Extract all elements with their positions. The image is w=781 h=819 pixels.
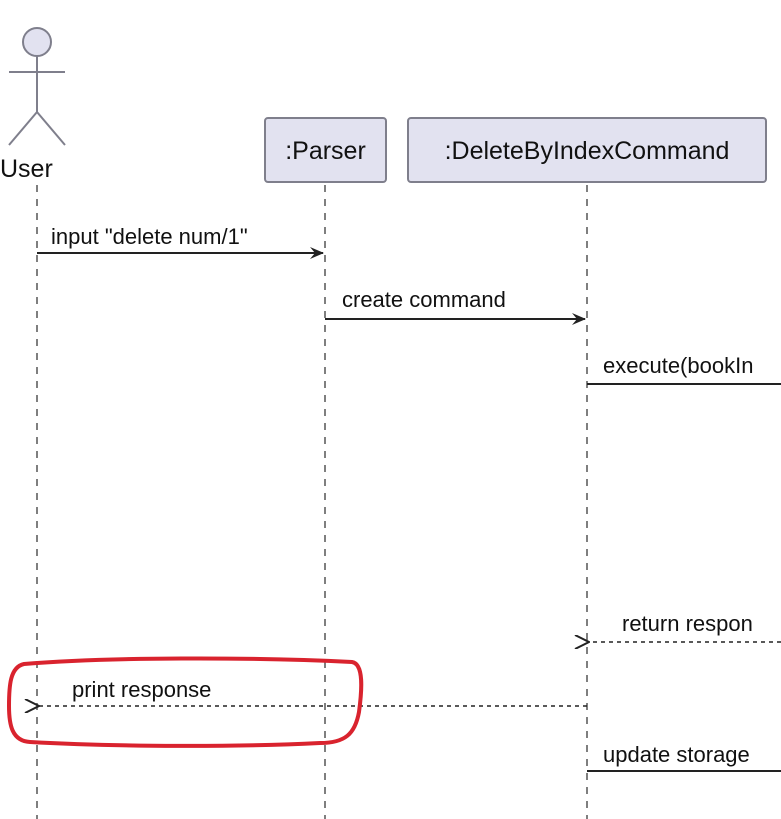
participant-box bbox=[264, 117, 387, 183]
actor-right-leg bbox=[36, 111, 66, 146]
message-input: input "delete num/1" bbox=[37, 224, 324, 259]
message-return-response: return respon bbox=[589, 611, 781, 642]
message-execute: execute(bookIn bbox=[587, 353, 781, 385]
actor-left-leg bbox=[8, 111, 38, 146]
actor-head bbox=[22, 27, 52, 57]
message-update-storage: update storage bbox=[587, 742, 781, 772]
actor-label: User bbox=[0, 155, 53, 183]
message-label: return respon bbox=[622, 611, 753, 636]
actor-user: User bbox=[0, 27, 66, 183]
highlight-annotation bbox=[7, 656, 364, 748]
participant-label: :DeleteByIndexCommand bbox=[445, 137, 730, 165]
message-create-command: create command bbox=[325, 287, 586, 325]
message-label: create command bbox=[342, 287, 506, 312]
message-label: print response bbox=[72, 677, 211, 702]
participant-parser: :Parser bbox=[264, 117, 387, 183]
participant-delete-by-index-command: :DeleteByIndexCommand bbox=[407, 117, 767, 183]
message-label: execute(bookIn bbox=[603, 353, 753, 378]
participant-label: :Parser bbox=[285, 137, 366, 165]
message-label: update storage bbox=[603, 742, 750, 767]
message-print-response: print response bbox=[39, 677, 587, 706]
message-label: input "delete num/1" bbox=[51, 224, 248, 249]
participant-box bbox=[407, 117, 767, 183]
